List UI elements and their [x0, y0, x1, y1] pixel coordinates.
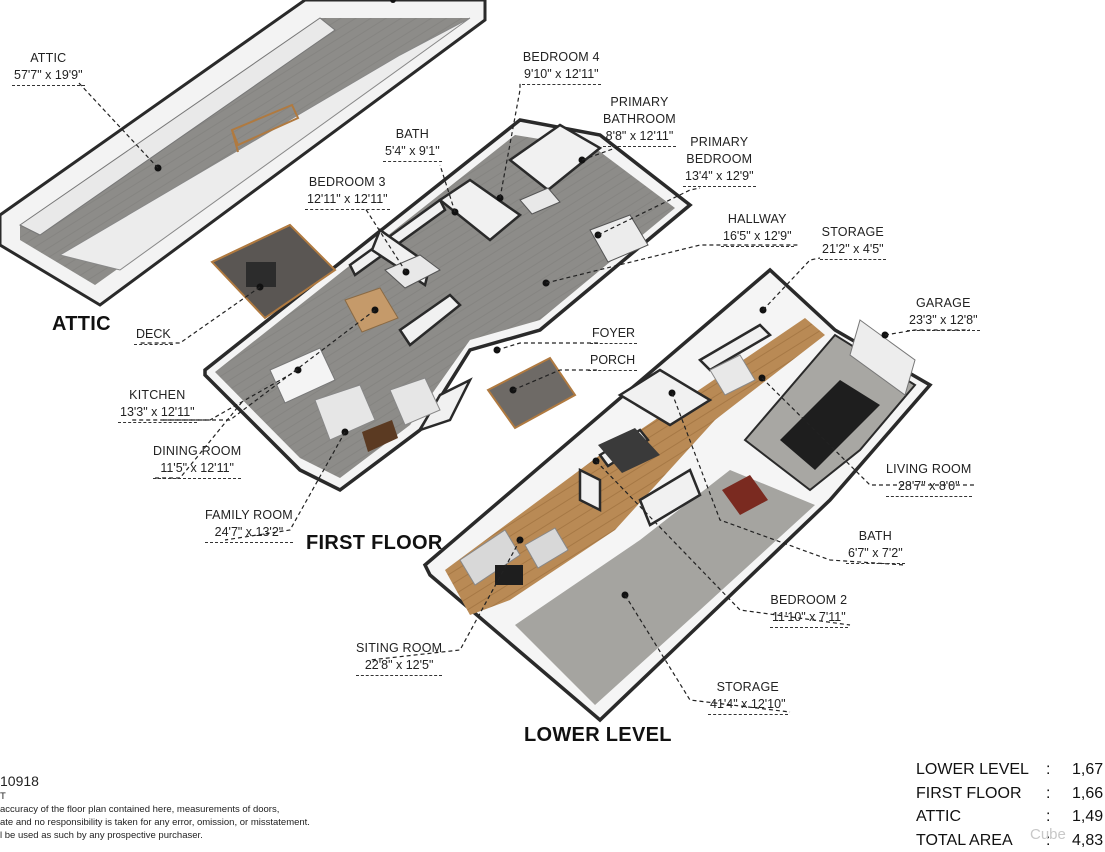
room-name: BEDROOM 3	[305, 174, 390, 191]
footer-disclaimer: 10918 T accuracy of the floor plan conta…	[0, 772, 310, 842]
room-name: DECK	[134, 326, 173, 345]
room-dimensions: 21'2" x 4'5"	[820, 241, 886, 260]
watermark: Cube	[1030, 826, 1066, 843]
footer-line-3: accuracy of the floor plan contained her…	[0, 803, 310, 816]
room-label-family-room: FAMILY ROOM 24'7" x 13'2"	[205, 507, 293, 543]
room-name-line1: PRIMARY	[603, 94, 676, 111]
room-dimensions: 6'7" x 7'2"	[846, 545, 905, 564]
room-label-dining-room: DINING ROOM 11'5" x 12'11"	[153, 443, 241, 479]
footer-line-2: T	[0, 790, 310, 803]
room-name: FAMILY ROOM	[205, 507, 293, 524]
totals-label: FIRST FLOOR	[916, 782, 1022, 806]
room-label-bath-lower: BATH 6'7" x 7'2"	[846, 528, 905, 564]
room-label-primary-bedroom: PRIMARY BEDROOM 13'4" x 12'9"	[683, 134, 756, 187]
footer-line-1: 10918	[0, 772, 310, 790]
room-name: BEDROOM 2	[770, 592, 848, 609]
room-dimensions: 11'5" x 12'11"	[153, 460, 241, 479]
totals-value: 1,66	[1072, 782, 1103, 806]
room-label-attic: ATTIC 57'7" x 19'9"	[12, 50, 85, 86]
room-name: FOYER	[590, 325, 637, 344]
room-dimensions: 12'11" x 12'11"	[305, 191, 390, 210]
totals-colon: :	[1046, 758, 1050, 782]
room-name-line1: PRIMARY	[683, 134, 756, 151]
room-name: HALLWAY	[721, 211, 794, 228]
room-label-garage: GARAGE 23'3" x 12'8"	[907, 295, 980, 331]
room-label-bedroom-3: BEDROOM 3 12'11" x 12'11"	[305, 174, 390, 210]
room-name: PORCH	[588, 352, 637, 371]
room-name: STORAGE	[820, 224, 886, 241]
room-name: BATH	[846, 528, 905, 545]
room-dimensions: 28'7" x 8'0"	[886, 478, 972, 497]
room-dimensions: 23'3" x 12'8"	[907, 312, 980, 331]
totals-colon: :	[1046, 782, 1050, 806]
room-label-siting-room: SITING ROOM 22'8" x 12'5"	[356, 640, 442, 676]
totals-value: 1,67	[1072, 758, 1103, 782]
room-name: LIVING ROOM	[886, 461, 972, 478]
totals-label: TOTAL AREA	[916, 829, 1013, 852]
room-dimensions: 13'4" x 12'9"	[683, 168, 756, 187]
floor-title-first-floor: FIRST FLOOR	[306, 532, 443, 555]
room-name: GARAGE	[907, 295, 980, 312]
room-label-storage-small: STORAGE 21'2" x 4'5"	[820, 224, 886, 260]
room-name: ATTIC	[12, 50, 85, 67]
room-dimensions: 24'7" x 13'2"	[205, 524, 293, 543]
room-name-line2: BEDROOM	[683, 151, 756, 168]
room-name: SITING ROOM	[356, 640, 442, 657]
room-dimensions: 9'10" x 12'11"	[522, 66, 601, 85]
porch	[488, 358, 575, 428]
totals-colon: :	[1046, 805, 1050, 829]
room-label-kitchen: KITCHEN 13'3" x 12'11"	[118, 387, 197, 423]
room-label-bedroom-4: BEDROOM 4 9'10" x 12'11"	[522, 49, 601, 85]
room-name: KITCHEN	[118, 387, 197, 404]
room-name: DINING ROOM	[153, 443, 241, 460]
room-label-bedroom-2: BEDROOM 2 11'10" x 7'11"	[770, 592, 848, 628]
footer-line-5: l be used as such by any prospective pur…	[0, 829, 310, 842]
room-dimensions: 16'5" x 12'9"	[721, 228, 794, 247]
room-dimensions: 13'3" x 12'11"	[118, 404, 197, 423]
room-label-deck: DECK	[134, 326, 173, 345]
room-name: STORAGE	[708, 679, 788, 696]
room-name: BATH	[383, 126, 442, 143]
totals-label: LOWER LEVEL	[916, 758, 1029, 782]
room-dimensions: 22'8" x 12'5"	[356, 657, 442, 676]
totals-value: 4,83	[1072, 829, 1103, 852]
room-name-line2: BATHROOM	[603, 111, 676, 128]
room-name: BEDROOM 4	[522, 49, 601, 66]
room-dimensions: 5'4" x 9'1"	[383, 143, 442, 162]
room-label-foyer: FOYER	[590, 325, 637, 344]
room-dimensions: 11'10" x 7'11"	[770, 609, 848, 628]
totals-label: ATTIC	[916, 805, 961, 829]
room-dimensions: 8'8" x 12'11"	[603, 128, 676, 147]
floor-title-lower-level: LOWER LEVEL	[524, 724, 672, 747]
room-dimensions: 41'4" x 12'10"	[708, 696, 788, 715]
floor-title-attic: ATTIC	[52, 313, 111, 336]
room-label-hallway: HALLWAY 16'5" x 12'9"	[721, 211, 794, 247]
room-label-porch: PORCH	[588, 352, 637, 371]
room-label-storage-large: STORAGE 41'4" x 12'10"	[708, 679, 788, 715]
room-dimensions: 57'7" x 19'9"	[12, 67, 85, 86]
room-label-living-room: LIVING ROOM 28'7" x 8'0"	[886, 461, 972, 497]
footer-line-4: ate and no responsibility is taken for a…	[0, 816, 310, 829]
room-label-primary-bathroom: PRIMARY BATHROOM 8'8" x 12'11"	[603, 94, 676, 147]
totals-value: 1,49	[1072, 805, 1103, 829]
room-label-bath-upper: BATH 5'4" x 9'1"	[383, 126, 442, 162]
